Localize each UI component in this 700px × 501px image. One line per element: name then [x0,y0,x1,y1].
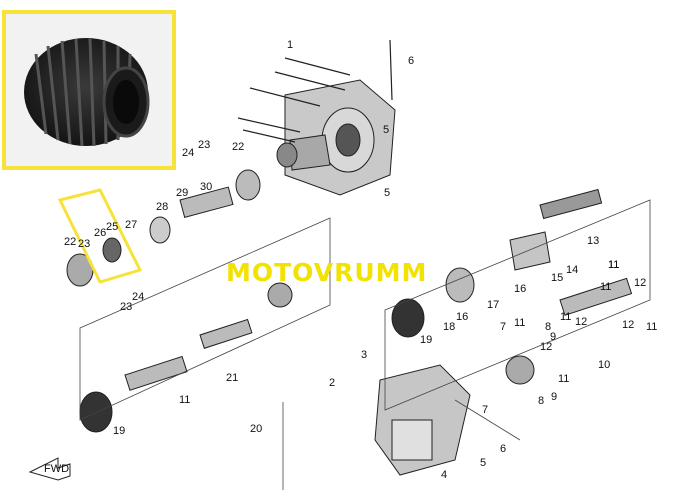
callout-number: 19 [420,334,432,346]
callout-number: 21 [226,372,238,384]
callout-number: 20 [250,423,262,435]
callout-number: 4 [441,469,447,481]
yoke-and-shaft-parts [66,169,633,476]
long-bolts-top [237,39,393,143]
callout-number: 23 [198,139,210,151]
callout-number: 12 [540,341,552,353]
callout-number: 29 [176,187,188,199]
callout-number: 22 [232,141,244,153]
callout-number: 3 [361,349,367,361]
callout-number: 24 [132,291,144,303]
callout-number: 30 [200,181,212,193]
splined-gear-photo [6,14,172,166]
callout-number: 1 [287,39,293,51]
callout-number: 6 [500,443,506,455]
callout-number: 24 [182,147,194,159]
callout-number: 23 [78,238,90,250]
callout-number: 14 [566,264,578,276]
callout-number: 12 [634,277,646,289]
fwd-arrow: FWD [28,457,71,481]
callout-number: 5 [384,187,390,199]
assembly-outlines [57,188,651,490]
gear-photo-inset [2,10,176,170]
callout-number: 9 [550,331,556,343]
callout-number: 12 [622,319,634,331]
callout-number: 19 [113,425,125,437]
callout-number: 16 [514,283,526,295]
callout-number: 5 [383,124,389,136]
callout-number: 16 [456,311,468,323]
callout-number: 6 [408,55,414,67]
fwd-label: FWD [44,463,69,475]
callout-number: 23 [120,301,132,313]
callout-number: 18 [443,321,455,333]
callout-number: 11 [646,321,657,333]
callout-number: 7 [482,404,488,416]
rear-differential-top [276,79,396,196]
callout-number: 5 [480,457,486,469]
callout-number: 28 [156,201,168,213]
callout-number: 26 [94,227,106,239]
callout-number: 11 [600,281,611,293]
callout-number: 9 [551,391,557,403]
callout-number: 15 [551,272,563,284]
callout-number: 11 [179,394,190,406]
callout-number: 8 [545,321,551,333]
callout-number: 2 [329,377,335,389]
callout-number: 17 [487,299,499,311]
callout-number: 22 [64,236,76,248]
callout-number: 12 [575,316,587,328]
callout-number: 11 [608,259,619,271]
callout-number: 11 [514,317,525,329]
callout-number: 27 [125,219,137,231]
callout-number: 11 [560,311,571,323]
callout-number: 11 [608,259,619,271]
callout-number: 13 [587,235,599,247]
callout-number: 7 [500,321,506,333]
watermark: MOTOVRUMM [226,258,428,287]
callout-number: 11 [558,373,569,385]
callout-number: 10 [598,359,610,371]
callout-number: 25 [106,221,118,233]
callout-number: 8 [538,395,544,407]
